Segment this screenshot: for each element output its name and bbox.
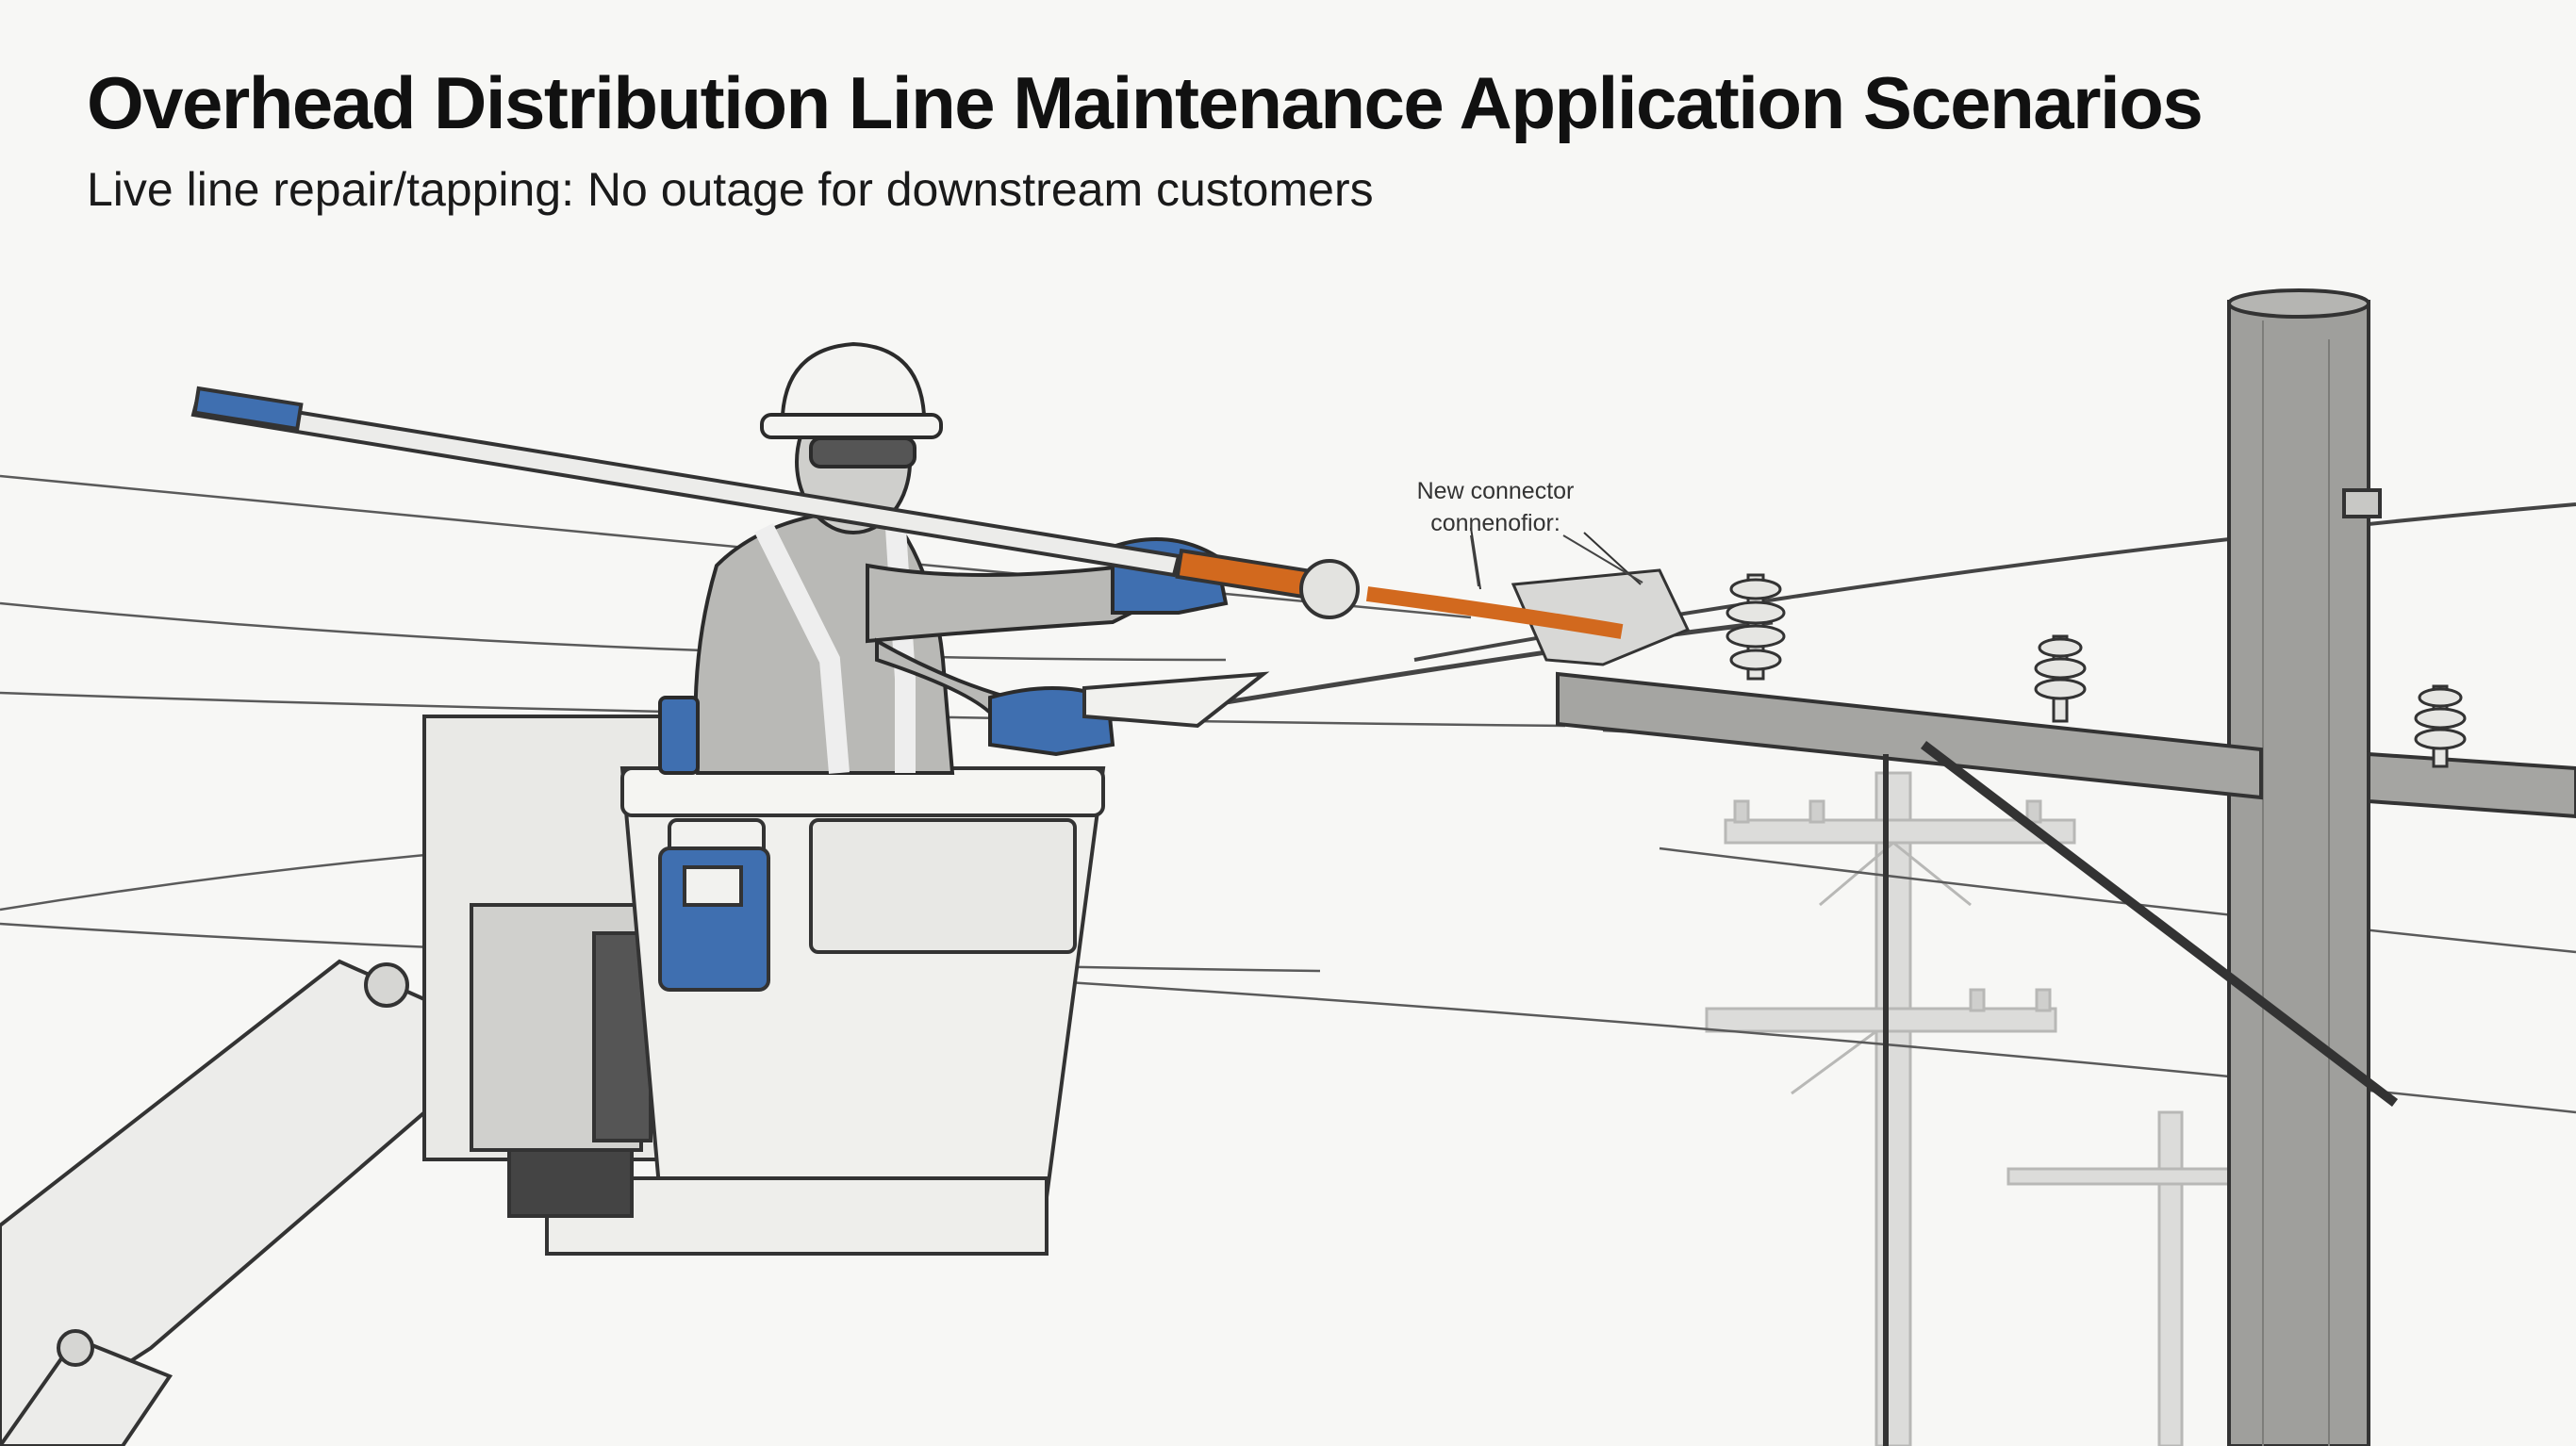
boom-arm [0, 959, 494, 1446]
aerial-bucket [422, 715, 1106, 1256]
connector-callout: New connector connenofior: [1392, 475, 1599, 539]
connector-device [1365, 527, 1691, 666]
page-title: Overhead Distribution Line Maintenance A… [87, 61, 2204, 144]
callout-line-2: connenofior: [1430, 510, 1560, 536]
utility-pole [1556, 288, 2576, 1446]
callout-line-1: New connector [1416, 478, 1575, 504]
page-subtitle: Live line repair/tapping: No outage for … [87, 163, 1374, 216]
insulators [1726, 573, 2467, 768]
hot-stick [190, 386, 1360, 729]
callout-arrows [1470, 534, 1643, 587]
background-poles [1705, 771, 2237, 1446]
